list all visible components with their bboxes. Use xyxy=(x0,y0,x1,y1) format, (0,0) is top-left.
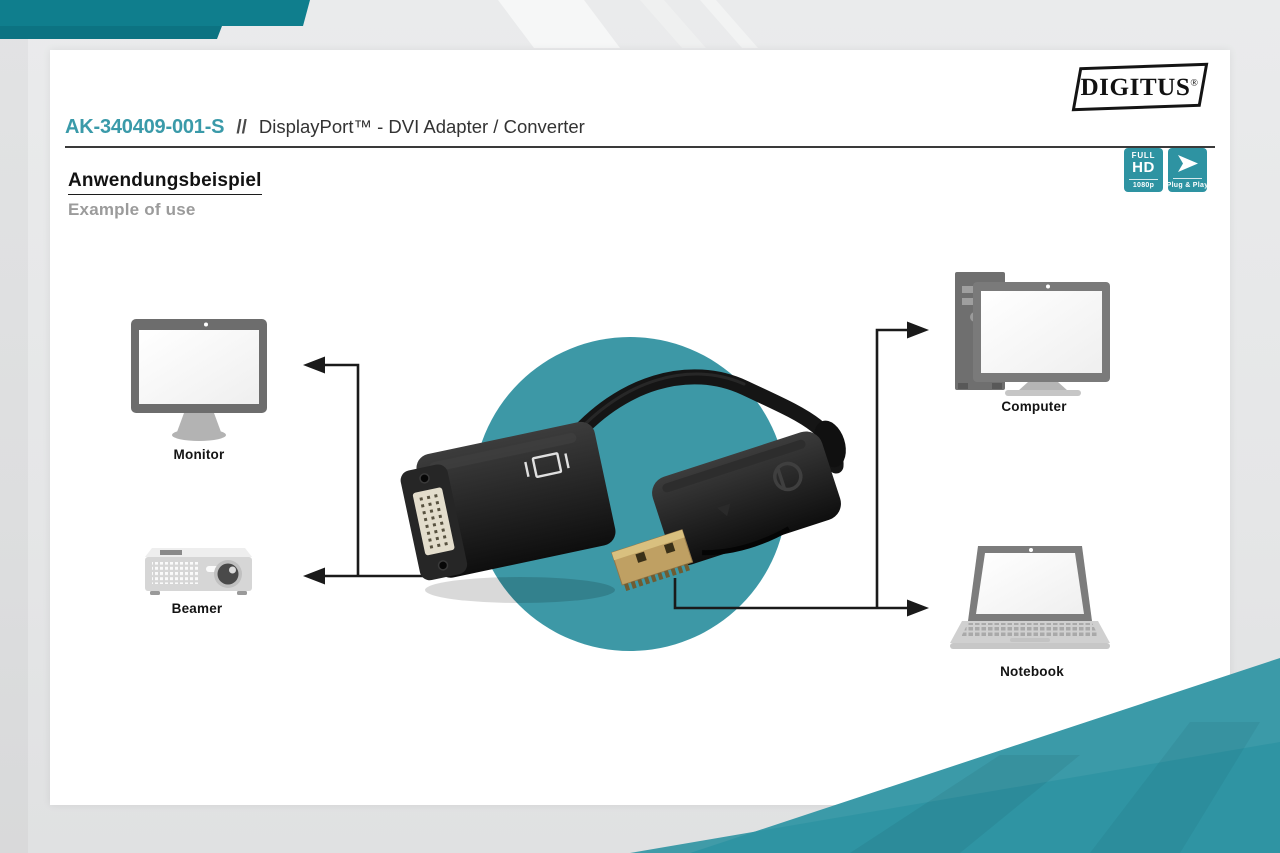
release-triangle xyxy=(717,503,731,517)
dvi-screw-hole xyxy=(419,473,430,484)
feature-badges: FULL HD 1080p Plug & Play xyxy=(1124,148,1209,192)
section-heading-en: Example of use xyxy=(68,200,196,219)
gold-plug xyxy=(611,529,694,591)
adapter-photo xyxy=(400,369,846,603)
monitor-label: Monitor xyxy=(173,447,225,462)
section-headings: Anwendungsbeispiel Example of use xyxy=(68,170,262,220)
dp-logo xyxy=(773,461,803,492)
beamer-label: Beamer xyxy=(171,601,223,616)
arrow-beamer xyxy=(303,567,325,585)
play-arrow-icon xyxy=(1177,152,1198,175)
teal-circle-background xyxy=(473,337,787,651)
separator: // xyxy=(236,117,247,138)
notebook-label: Notebook xyxy=(1000,664,1064,679)
product-code: AK-340409-001-S xyxy=(65,116,225,138)
notebook-icon xyxy=(950,546,1110,649)
monitor-icon xyxy=(131,319,267,441)
arrow-computer xyxy=(907,321,929,339)
vent xyxy=(160,550,182,555)
keyboard xyxy=(961,623,1099,637)
arrow-notebook xyxy=(907,599,929,617)
cable-sheen xyxy=(570,372,746,440)
touchpad xyxy=(1010,638,1050,642)
top-chevron-decoration xyxy=(498,0,758,48)
line-to-monitor xyxy=(318,363,360,576)
arrow-monitor xyxy=(303,356,325,374)
monitor-glyph xyxy=(524,452,570,479)
displayport-connector xyxy=(611,420,846,591)
line-to-notebook xyxy=(673,578,914,610)
badge-divider xyxy=(1173,178,1202,179)
top-left-teal-accent xyxy=(0,0,310,39)
full-hd-badge: FULL HD 1080p xyxy=(1124,148,1163,192)
full-hd-caption: 1080p xyxy=(1132,182,1155,190)
adapter-shadow xyxy=(425,577,615,603)
product-header: AK-340409-001-S // DisplayPort™ - DVI Ad… xyxy=(65,116,585,139)
dvi-connector xyxy=(400,421,616,581)
full-hd-line2: HD xyxy=(1132,159,1155,176)
section-heading-de: Anwendungsbeispiel xyxy=(68,170,262,195)
line-to-computer xyxy=(875,328,914,608)
camera-dot xyxy=(204,322,208,327)
beamer-icon xyxy=(145,548,252,595)
plug-play-caption: Plug & Play xyxy=(1166,181,1209,189)
grille xyxy=(152,562,198,584)
arrowheads xyxy=(303,321,929,617)
product-title: DisplayPort™ - DVI Adapter / Converter xyxy=(258,116,585,137)
header-rule xyxy=(65,146,1215,148)
full-hd-line1: FULL xyxy=(1131,151,1156,160)
badge-divider xyxy=(1129,178,1158,180)
computer-label: Computer xyxy=(1001,399,1067,414)
dvi-screw-hole xyxy=(437,560,449,571)
latch-line xyxy=(702,526,791,556)
computer-icon xyxy=(955,272,1110,396)
connection-lines xyxy=(318,328,914,610)
plug-play-badge: Plug & Play xyxy=(1166,148,1209,192)
